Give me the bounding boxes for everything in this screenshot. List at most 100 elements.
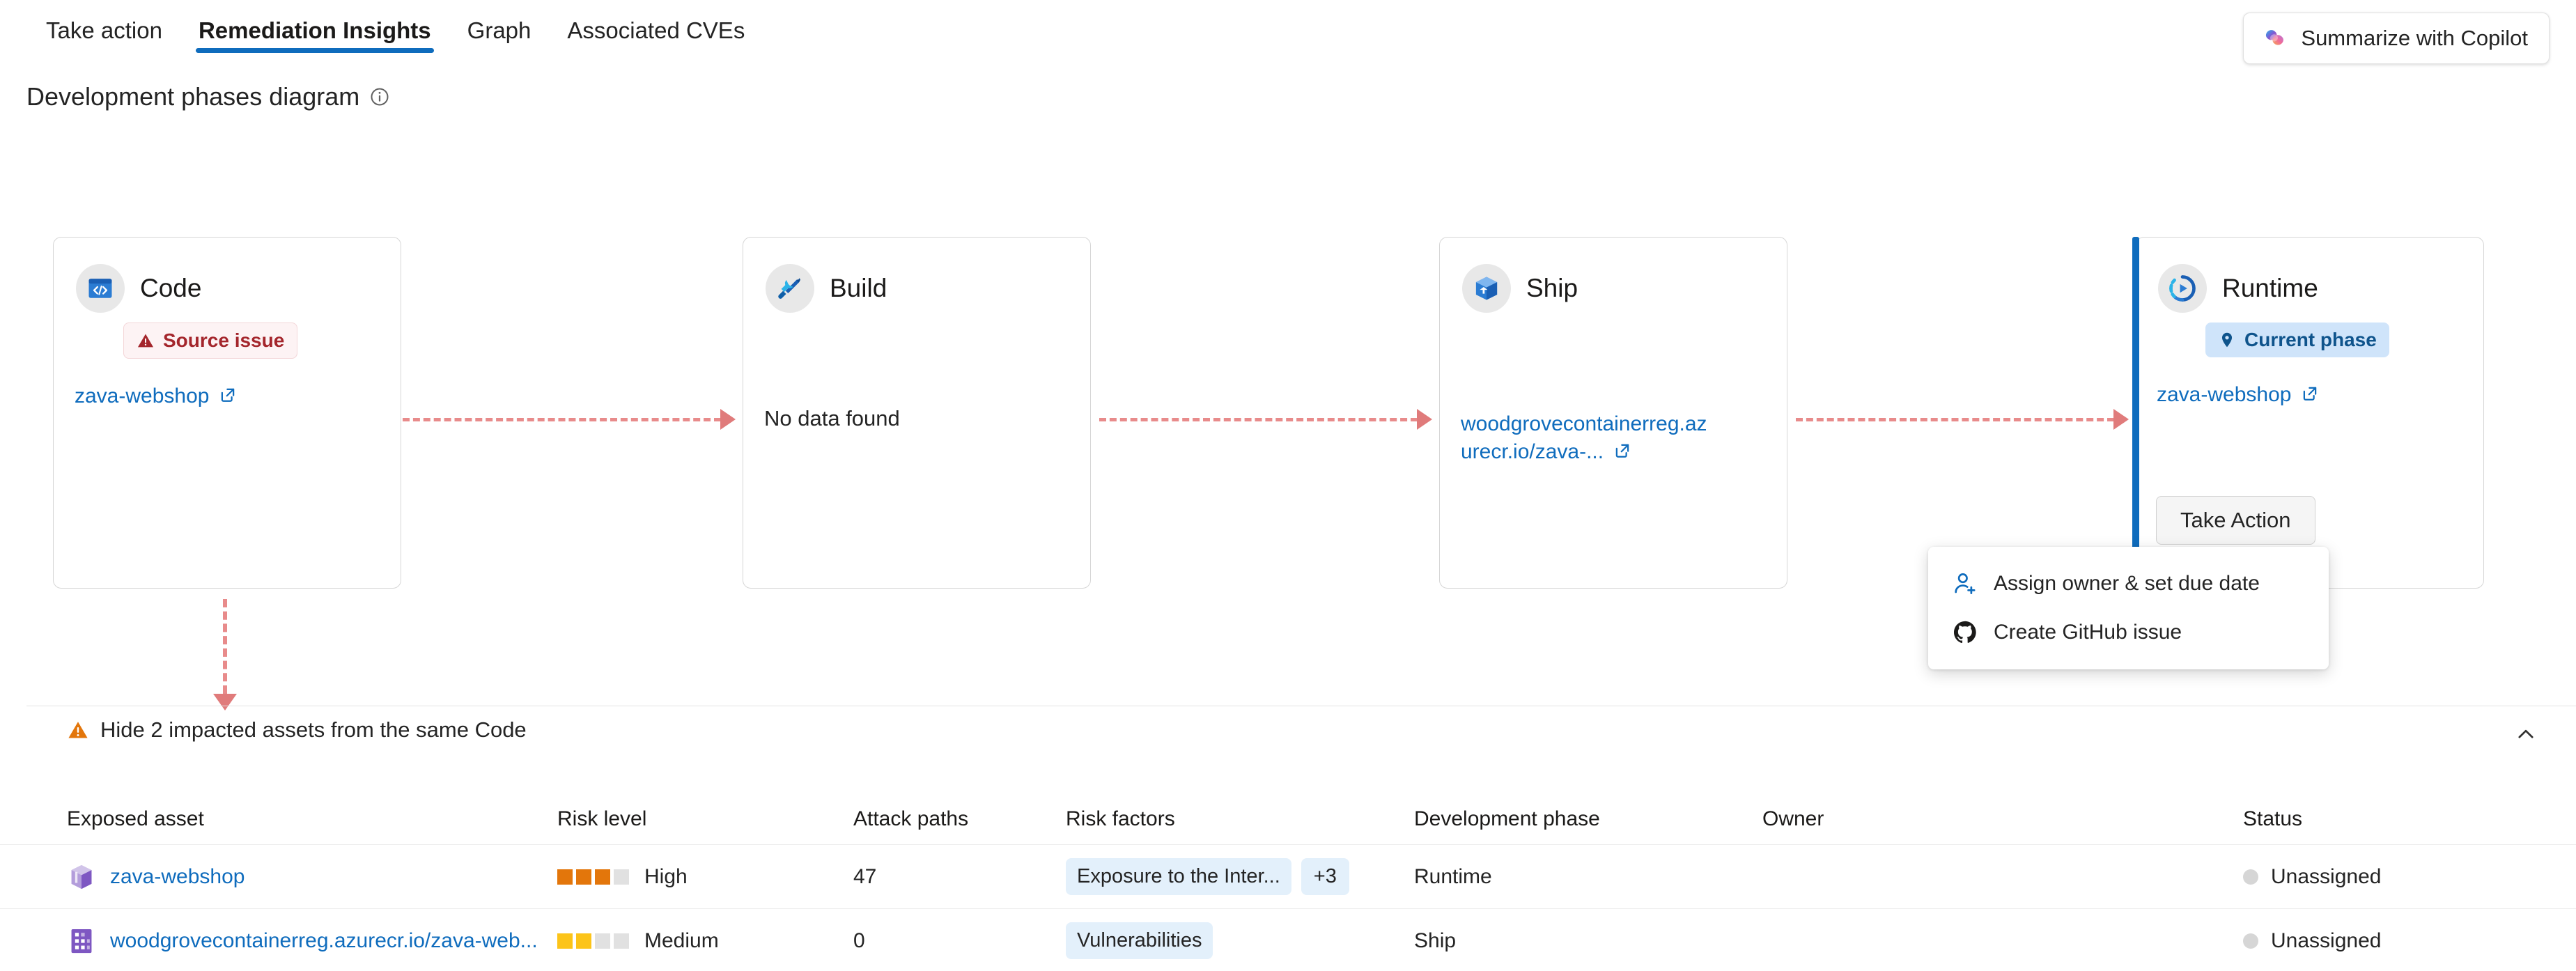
copilot-label: Summarize with Copilot bbox=[2301, 26, 2528, 50]
cell-attack-paths: 0 bbox=[853, 929, 865, 952]
cell-development-phase: Runtime bbox=[1414, 864, 1492, 888]
phase-asset-link[interactable]: zava-webshop bbox=[2157, 383, 2292, 406]
table-header-row: Exposed asset Risk level Attack paths Ri… bbox=[0, 794, 2576, 844]
person-add-icon bbox=[1955, 573, 1976, 594]
risk-level-label: High bbox=[644, 864, 688, 888]
cell-attack-paths: 47 bbox=[853, 864, 877, 888]
risk-level-label: Medium bbox=[644, 929, 719, 952]
table-row[interactable]: woodgrovecontainerreg.azurecr.io/zava-we… bbox=[0, 908, 2576, 971]
phase-card-ship[interactable]: Ship woodgrovecontainerreg.azurecr.io/za… bbox=[1439, 237, 1787, 589]
cube-asset-icon bbox=[71, 864, 92, 889]
take-action-button[interactable]: Take Action bbox=[2156, 496, 2315, 545]
column-header-attack-paths: Attack paths bbox=[853, 807, 969, 830]
cell-development-phase: Ship bbox=[1414, 929, 1457, 952]
phase-name: Ship bbox=[1526, 274, 1578, 302]
status-dot-icon bbox=[2243, 869, 2258, 885]
phase-name: Runtime bbox=[2222, 274, 2318, 302]
status-dot-icon bbox=[2243, 933, 2258, 949]
status-badge: Unassigned bbox=[2271, 864, 2382, 888]
tab-label: Take action bbox=[46, 17, 162, 43]
risk-level-bars bbox=[557, 933, 629, 949]
menu-item-assign-owner[interactable]: Assign owner & set due date bbox=[1928, 559, 2329, 608]
runtime-play-icon bbox=[2169, 275, 2196, 302]
cell-exposed-asset: woodgrovecontainerreg.azurecr.io/zava-we… bbox=[0, 926, 557, 956]
connector-code-to-build bbox=[403, 409, 736, 430]
badge-label: Source issue bbox=[163, 329, 285, 351]
take-action-menu: Assign owner & set due date Create GitHu… bbox=[1928, 547, 2329, 669]
tab-take-action[interactable]: Take action bbox=[28, 0, 180, 60]
asset-link[interactable]: woodgrovecontainerreg.azurecr.io/zava-we… bbox=[110, 929, 538, 952]
column-header-status: Status bbox=[2243, 807, 2303, 830]
cell-risk-factors: Vulnerabilities bbox=[1066, 922, 1414, 959]
phase-name: Build bbox=[830, 274, 887, 302]
phase-icon-wrap bbox=[2158, 264, 2207, 313]
risk-factor-chip[interactable]: Exposure to the Inter... bbox=[1066, 858, 1291, 895]
phase-asset-link[interactable]: zava-webshop bbox=[75, 384, 210, 407]
section-title-text: Development phases diagram bbox=[26, 82, 360, 111]
phase-card-code[interactable]: Code Source issue zava-webshop bbox=[53, 237, 401, 589]
phase-name: Code bbox=[140, 274, 202, 302]
connector-code-to-assets bbox=[213, 599, 237, 710]
development-phases-diagram: Code Source issue zava-webshop bbox=[0, 237, 2576, 710]
phase-header: Build bbox=[743, 238, 1090, 313]
tab-bar: Take action Remediation Insights Graph A… bbox=[0, 0, 2576, 60]
warning-triangle-icon bbox=[137, 334, 154, 348]
badge-label: Current phase bbox=[2244, 329, 2377, 350]
external-link-icon[interactable] bbox=[217, 384, 238, 405]
info-icon[interactable] bbox=[369, 86, 390, 107]
menu-item-label: Assign owner & set due date bbox=[1994, 572, 2260, 595]
code-window-icon bbox=[88, 279, 112, 298]
table-row[interactable]: zava-webshop High 47 Exposure to the Int… bbox=[0, 844, 2576, 908]
location-pin-icon bbox=[2221, 332, 2233, 348]
phase-card-build[interactable]: Build No data found bbox=[743, 237, 1091, 589]
cell-status: Unassigned bbox=[2243, 865, 2576, 889]
phase-body: No data found bbox=[743, 313, 1090, 431]
hide-impacted-assets-label: Hide 2 impacted assets from the same Cod… bbox=[100, 717, 527, 742]
phase-header: Code bbox=[54, 238, 401, 313]
no-data-text: No data found bbox=[764, 406, 900, 430]
status-badge-current-phase: Current phase bbox=[2205, 323, 2389, 357]
column-header-risk-factors: Risk factors bbox=[1066, 807, 1175, 830]
tab-label: Remediation Insights bbox=[198, 17, 431, 43]
phase-badge-row: Source issue bbox=[54, 313, 401, 359]
registry-asset-icon bbox=[71, 929, 92, 953]
package-box-icon bbox=[1475, 277, 1498, 300]
tab-graph[interactable]: Graph bbox=[449, 0, 550, 60]
summarize-with-copilot-button[interactable]: Summarize with Copilot bbox=[2243, 13, 2550, 64]
tab-remediation-insights[interactable]: Remediation Insights bbox=[180, 0, 449, 60]
copilot-icon bbox=[2266, 30, 2284, 45]
phase-body: zava-webshop bbox=[54, 359, 401, 410]
phase-icon-wrap bbox=[766, 264, 814, 313]
menu-item-create-github-issue[interactable]: Create GitHub issue bbox=[1928, 608, 2329, 657]
phase-badge-row: Current phase bbox=[2136, 313, 2483, 357]
connector-ship-to-runtime bbox=[1796, 409, 2129, 430]
hide-impacted-assets-toggle[interactable]: Hide 2 impacted assets from the same Cod… bbox=[67, 717, 527, 743]
risk-level-bars bbox=[557, 869, 629, 885]
cell-risk-level: Medium bbox=[557, 929, 853, 953]
phase-asset-link[interactable]: woodgrovecontainerreg.azurecr.io/zava-..… bbox=[1461, 412, 1707, 463]
status-badge-source-issue: Source issue bbox=[123, 323, 298, 359]
external-link-icon[interactable] bbox=[2299, 383, 2320, 404]
collapse-section-button[interactable] bbox=[2506, 717, 2545, 751]
menu-item-label: Create GitHub issue bbox=[1994, 621, 2182, 644]
github-icon bbox=[1954, 621, 1976, 644]
column-header-owner: Owner bbox=[1762, 807, 1824, 830]
column-header-risk-level: Risk level bbox=[557, 807, 647, 830]
tab-associated-cves[interactable]: Associated CVEs bbox=[549, 0, 763, 60]
external-link-icon[interactable] bbox=[1612, 440, 1633, 461]
exposed-assets-table: Exposed asset Risk level Attack paths Ri… bbox=[0, 794, 2576, 971]
phase-body: zava-webshop bbox=[2136, 357, 2483, 409]
tab-label: Associated CVEs bbox=[567, 17, 745, 43]
risk-factor-more-chip[interactable]: +3 bbox=[1301, 858, 1349, 895]
cell-risk-factors: Exposure to the Inter... +3 bbox=[1066, 858, 1414, 895]
asset-link[interactable]: zava-webshop bbox=[110, 864, 245, 888]
status-badge: Unassigned bbox=[2271, 929, 2382, 952]
tools-icon bbox=[778, 278, 800, 299]
cell-risk-level: High bbox=[557, 865, 853, 889]
column-header-development-phase: Development phase bbox=[1414, 807, 1600, 830]
cell-exposed-asset: zava-webshop bbox=[0, 862, 557, 892]
tab-label: Graph bbox=[467, 17, 532, 43]
column-header-exposed-asset: Exposed asset bbox=[67, 807, 204, 830]
risk-factor-chip[interactable]: Vulnerabilities bbox=[1066, 922, 1213, 959]
